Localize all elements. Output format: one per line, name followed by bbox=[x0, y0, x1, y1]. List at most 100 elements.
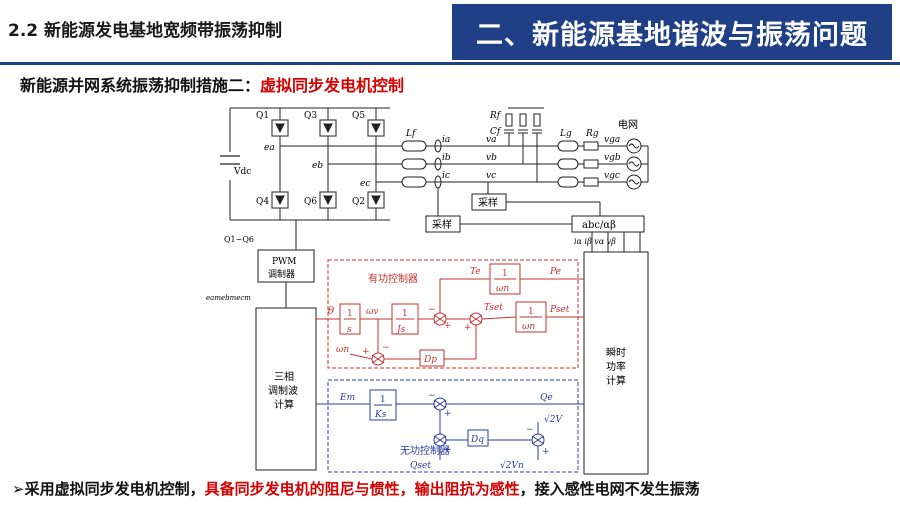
sig-pset: Pset bbox=[549, 305, 570, 315]
tf-s: s bbox=[347, 325, 352, 335]
grid-sources bbox=[626, 138, 649, 190]
active-controller bbox=[316, 259, 584, 369]
label-q6: Q6 bbox=[304, 197, 317, 207]
chapter-title: 二、新能源基地谐波与振荡问题 bbox=[476, 19, 868, 51]
power-calc-line1: 瞬时 bbox=[606, 346, 626, 359]
sign-plus-f: + bbox=[542, 447, 550, 457]
pwm-label-1: PWM bbox=[272, 257, 297, 267]
tf-dq: Dq bbox=[470, 435, 484, 445]
grid-vgb: vgb bbox=[604, 153, 621, 163]
transform-block bbox=[460, 201, 649, 475]
reactive-controller bbox=[316, 379, 584, 473]
sign-plus-c: + bbox=[362, 347, 370, 357]
modwave-line2: 调制波 bbox=[268, 384, 298, 397]
tf-one-a: 1 bbox=[502, 269, 508, 279]
sig-qset: Qset bbox=[410, 461, 431, 471]
transform-label: abc/αβ bbox=[582, 220, 616, 231]
lf-label: Lf bbox=[405, 129, 417, 139]
active-controller-title: 有功控制器 bbox=[368, 272, 418, 285]
pwm-path bbox=[255, 220, 317, 471]
modwave-line1: 三相 bbox=[274, 370, 294, 383]
tf-ks: Ks bbox=[374, 410, 387, 420]
tf-one-c: 1 bbox=[402, 309, 408, 319]
tf-one-d: 1 bbox=[528, 307, 534, 317]
tf-one-k: 1 bbox=[380, 395, 386, 405]
grid-label: 电网 bbox=[618, 118, 638, 131]
label-q1: Q1 bbox=[256, 111, 269, 121]
switch-q3 bbox=[319, 119, 337, 137]
lg-label: Lg bbox=[559, 129, 572, 139]
rg-label: Rg bbox=[585, 129, 599, 139]
subtitle-prefix: 新能源并网系统振荡抑制措施二： bbox=[20, 76, 261, 95]
vsg-control-diagram: Vdc Q1 Q3 Q5 Q4 Q6 Q2 ea eb ec Lf bbox=[206, 107, 649, 475]
power-calc-line2: 功率 bbox=[606, 360, 626, 373]
sig-te: Te bbox=[470, 267, 481, 277]
rf-label: Rf bbox=[489, 111, 502, 121]
conclusion-suffix: ，接入感性电网不发生振荡 bbox=[519, 480, 700, 498]
switch-q2 bbox=[367, 191, 385, 209]
voltage-vc: vc bbox=[486, 171, 496, 181]
current-ic: ic bbox=[442, 171, 450, 181]
section-title: 2.2 新能源发电基地宽频带振荡抑制 bbox=[8, 21, 283, 41]
sig-tset: Tset bbox=[484, 303, 503, 313]
tf-js: Js bbox=[395, 325, 406, 335]
grid-vgc: vgc bbox=[604, 171, 620, 181]
label-q3: Q3 bbox=[304, 111, 317, 121]
modwave-line3: 计算 bbox=[274, 398, 294, 411]
voltage-vb: vb bbox=[486, 153, 497, 163]
sign-plus-b: + bbox=[464, 323, 472, 333]
node-ea: ea bbox=[264, 143, 275, 153]
filter-inductors bbox=[401, 140, 427, 188]
cf-label: Cf bbox=[490, 127, 502, 137]
header-divider bbox=[0, 62, 900, 65]
pwm-label-2: 调制器 bbox=[268, 268, 295, 280]
sig-omega-v: ωv bbox=[366, 307, 378, 317]
gate-label: Q1~Q6 bbox=[224, 235, 254, 244]
filter-capacitor-bank bbox=[504, 107, 544, 182]
sign-minus-c: − bbox=[382, 343, 390, 353]
vdc-label: Vdc bbox=[233, 167, 251, 177]
sign-minus-a: − bbox=[428, 305, 436, 315]
sig-pe: Pe bbox=[549, 267, 561, 277]
grid-impedance bbox=[557, 140, 599, 188]
mod-signals: eamebmecm bbox=[206, 294, 251, 302]
slide-subtitle: 新能源并网系统振荡抑制措施二：虚拟同步发电机控制 bbox=[20, 72, 404, 96]
voltage-va: va bbox=[486, 135, 496, 145]
conclusion-prefix: ➢采用虚拟同步发电机控制， bbox=[12, 480, 205, 498]
sign-plus-d: + bbox=[444, 409, 452, 419]
current-ia: ia bbox=[442, 135, 450, 145]
label-q2: Q2 bbox=[352, 197, 365, 207]
transform-outputs: iα iβ vα vβ bbox=[574, 237, 616, 246]
sample-block-current: 采样 bbox=[432, 218, 452, 231]
sig-sqrt2vn: √2Vn bbox=[500, 460, 524, 471]
label-q4: Q4 bbox=[256, 197, 269, 207]
sig-qe: Qe bbox=[540, 393, 553, 403]
subtitle-highlight: 虚拟同步发电机控制 bbox=[260, 76, 405, 95]
tf-dp: Dp bbox=[423, 355, 437, 365]
sig-sqrt2v: √2V bbox=[544, 414, 563, 425]
sig-em: Em bbox=[339, 393, 355, 403]
sign-plus-a: + bbox=[444, 321, 452, 331]
sign-plus-e: + bbox=[444, 445, 452, 455]
conclusion-text: ➢采用虚拟同步发电机控制，具备同步发电机的阻尼与惯性，输出阻抗为感性，接入感性电… bbox=[12, 478, 700, 499]
conclusion-highlight: 具备同步发电机的阻尼与惯性，输出阻抗为感性 bbox=[204, 480, 520, 498]
current-ib: ib bbox=[442, 153, 451, 163]
sign-minus-d: − bbox=[428, 391, 436, 401]
switch-q1 bbox=[271, 119, 289, 137]
switch-q5 bbox=[367, 119, 385, 137]
chapter-title-banner: 二、新能源基地谐波与振荡问题 bbox=[452, 4, 892, 60]
tf-omega-n-a: ωn bbox=[496, 284, 509, 294]
switch-q6 bbox=[319, 191, 337, 209]
sig-theta: θ bbox=[328, 306, 334, 317]
node-ec: ec bbox=[360, 179, 370, 189]
power-calc-line3: 计算 bbox=[606, 374, 626, 387]
sample-block-voltage: 采样 bbox=[478, 196, 498, 209]
reactive-controller-title: 无功控制器 bbox=[400, 444, 450, 457]
grid-vga: vga bbox=[604, 135, 620, 145]
label-q5: Q5 bbox=[352, 111, 365, 121]
tf-omega-n-d: ωn bbox=[522, 322, 535, 332]
sign-minus-f: − bbox=[526, 425, 534, 435]
tf-one-b: 1 bbox=[347, 309, 353, 319]
node-eb: eb bbox=[312, 161, 323, 171]
dc-capacitor bbox=[220, 155, 240, 165]
